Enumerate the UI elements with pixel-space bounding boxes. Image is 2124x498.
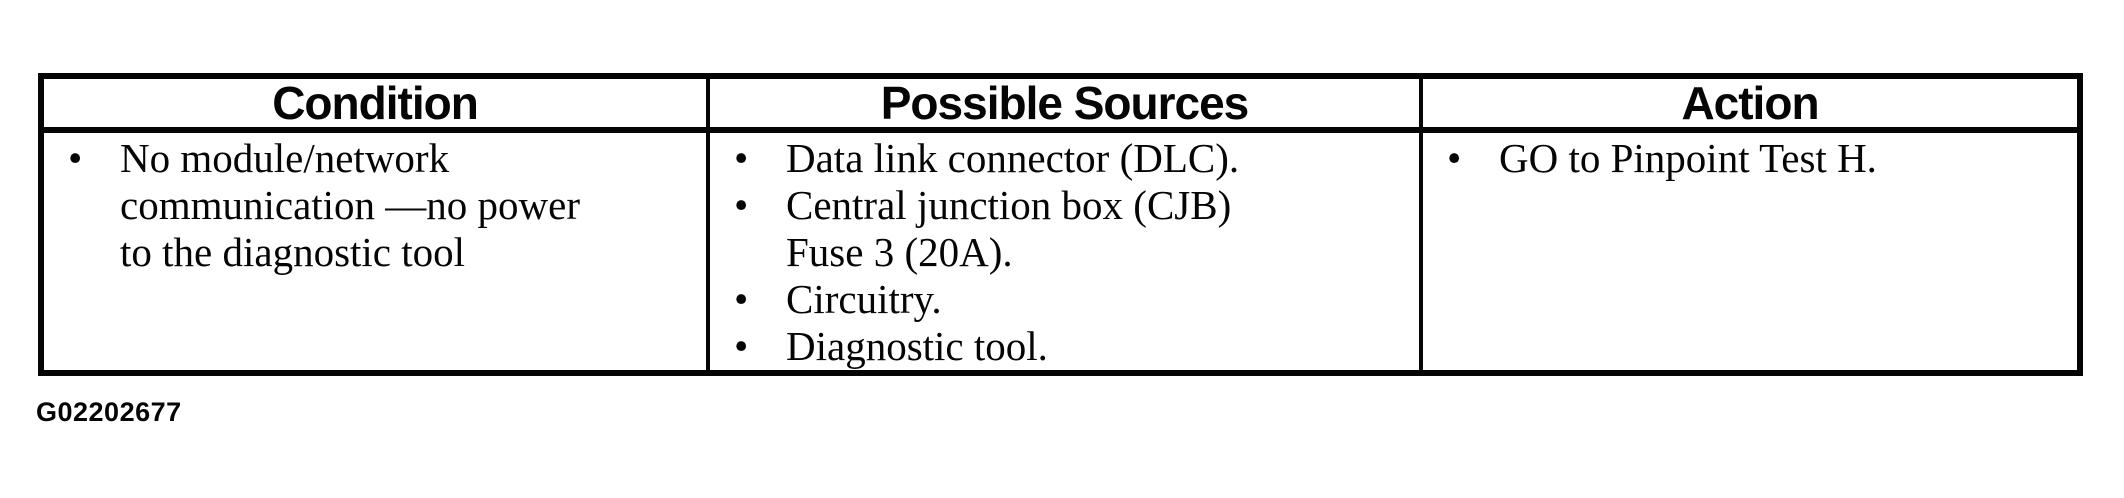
bullet-icon: • xyxy=(734,276,749,322)
list-item: • Circuitry. xyxy=(730,276,1409,323)
source-text-dlc: Data link connector (DLC). xyxy=(786,135,1240,181)
header-cell-action: Action xyxy=(1423,79,2077,133)
bullet-icon: • xyxy=(734,182,749,228)
header-label-condition: Condition xyxy=(272,77,479,129)
header-cell-condition: Condition xyxy=(44,79,710,133)
condition-text: No module/network communication —no powe… xyxy=(120,135,581,275)
bullet-icon: • xyxy=(734,323,749,369)
table-body-row: • No module/network communication —no po… xyxy=(44,133,2077,370)
list-item: • Central junction box (CJB) Fuse 3 (20A… xyxy=(730,182,1409,276)
list-item: • Diagnostic tool. xyxy=(730,323,1409,370)
action-cell: • GO to Pinpoint Test H. xyxy=(1423,133,2077,370)
bullet-icon: • xyxy=(1447,135,1462,181)
bullet-icon: • xyxy=(68,135,83,181)
source-text-diagnostic-tool: Diagnostic tool. xyxy=(786,323,1048,369)
list-item: • Data link connector (DLC). xyxy=(730,135,1409,182)
table-header-row: Condition Possible Sources Action xyxy=(44,79,2077,133)
figure-code: G02202677 xyxy=(36,397,182,427)
action-text: GO to Pinpoint Test H. xyxy=(1499,135,1877,181)
header-cell-possible-sources: Possible Sources xyxy=(710,79,1423,133)
list-item: • No module/network communication —no po… xyxy=(64,135,696,276)
source-text-circuitry: Circuitry. xyxy=(786,276,942,322)
source-text-cjb-fuse: Central junction box (CJB) Fuse 3 (20A). xyxy=(786,182,1232,275)
header-label-action: Action xyxy=(1681,77,1819,129)
diagnostic-table: Condition Possible Sources Action • No m… xyxy=(38,73,2083,376)
condition-cell: • No module/network communication —no po… xyxy=(44,133,710,370)
header-label-possible-sources: Possible Sources xyxy=(880,77,1249,129)
possible-sources-cell: • Data link connector (DLC). • Central j… xyxy=(710,133,1423,370)
list-item: • GO to Pinpoint Test H. xyxy=(1443,135,2067,182)
bullet-icon: • xyxy=(734,135,749,181)
